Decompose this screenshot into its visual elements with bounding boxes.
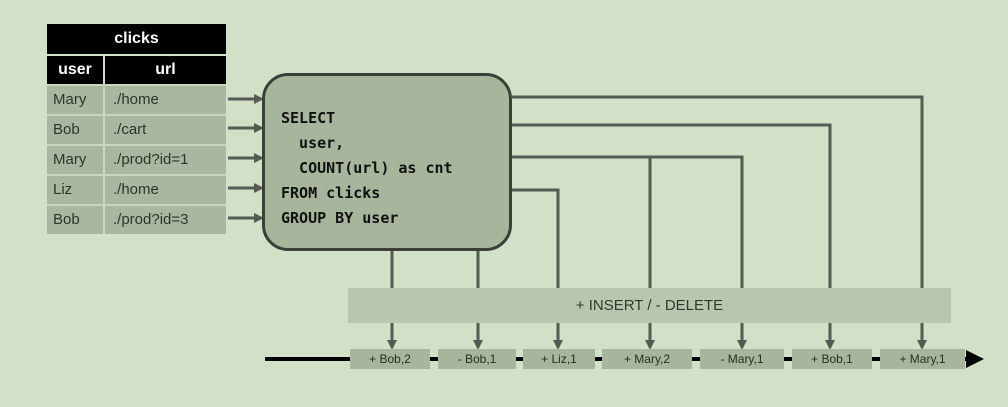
event-chip: - Mary,1	[700, 349, 784, 369]
insert-delete-band: + INSERT / - DELETE	[348, 288, 951, 323]
event-chip: + Mary,2	[602, 349, 692, 369]
column-header-url: url	[155, 61, 176, 78]
cell-user: Mary	[47, 86, 105, 114]
cell-url: ./prod?id=1	[105, 146, 226, 174]
table-header-row: user url	[47, 54, 226, 84]
column-header-user: user	[47, 56, 105, 84]
event-chip: + Liz,1	[523, 349, 595, 369]
event-chip: - Bob,1	[438, 349, 516, 369]
table-row: Bob ./cart	[47, 114, 226, 144]
event-chip: + Mary,1	[880, 349, 965, 369]
input-connectors	[228, 94, 264, 223]
cell-url: ./prod?id=3	[105, 206, 226, 234]
output-arrow	[512, 155, 747, 350]
table-title: clicks	[47, 24, 226, 54]
cell-url: ./home	[105, 86, 226, 114]
cell-url: ./home	[105, 176, 226, 204]
cell-user: Liz	[47, 176, 105, 204]
query-line: GROUP BY user	[281, 209, 399, 227]
query-line: user,	[281, 134, 345, 152]
query-line: SELECT	[281, 109, 336, 127]
output-arrow	[512, 95, 927, 350]
cell-user: Bob	[47, 206, 105, 234]
query-line: FROM clicks	[281, 184, 381, 202]
cell-user: Bob	[47, 116, 105, 144]
table-row: Mary ./home	[47, 84, 226, 114]
table-row: Liz ./home	[47, 174, 226, 204]
query-line: COUNT(url) as cnt	[281, 159, 453, 177]
sql-query-box: SELECT user, COUNT(url) as cnt FROM clic…	[262, 73, 512, 251]
output-arrow	[512, 123, 835, 350]
cell-user: Mary	[47, 146, 105, 174]
clicks-table: clicks user url Mary ./home Bob ./cart M…	[47, 24, 226, 234]
table-row: Bob ./prod?id=3	[47, 204, 226, 234]
event-chip: + Bob,2	[350, 349, 430, 369]
cell-url: ./cart	[105, 116, 226, 144]
table-row: Mary ./prod?id=1	[47, 144, 226, 174]
event-chip: + Bob,1	[792, 349, 872, 369]
